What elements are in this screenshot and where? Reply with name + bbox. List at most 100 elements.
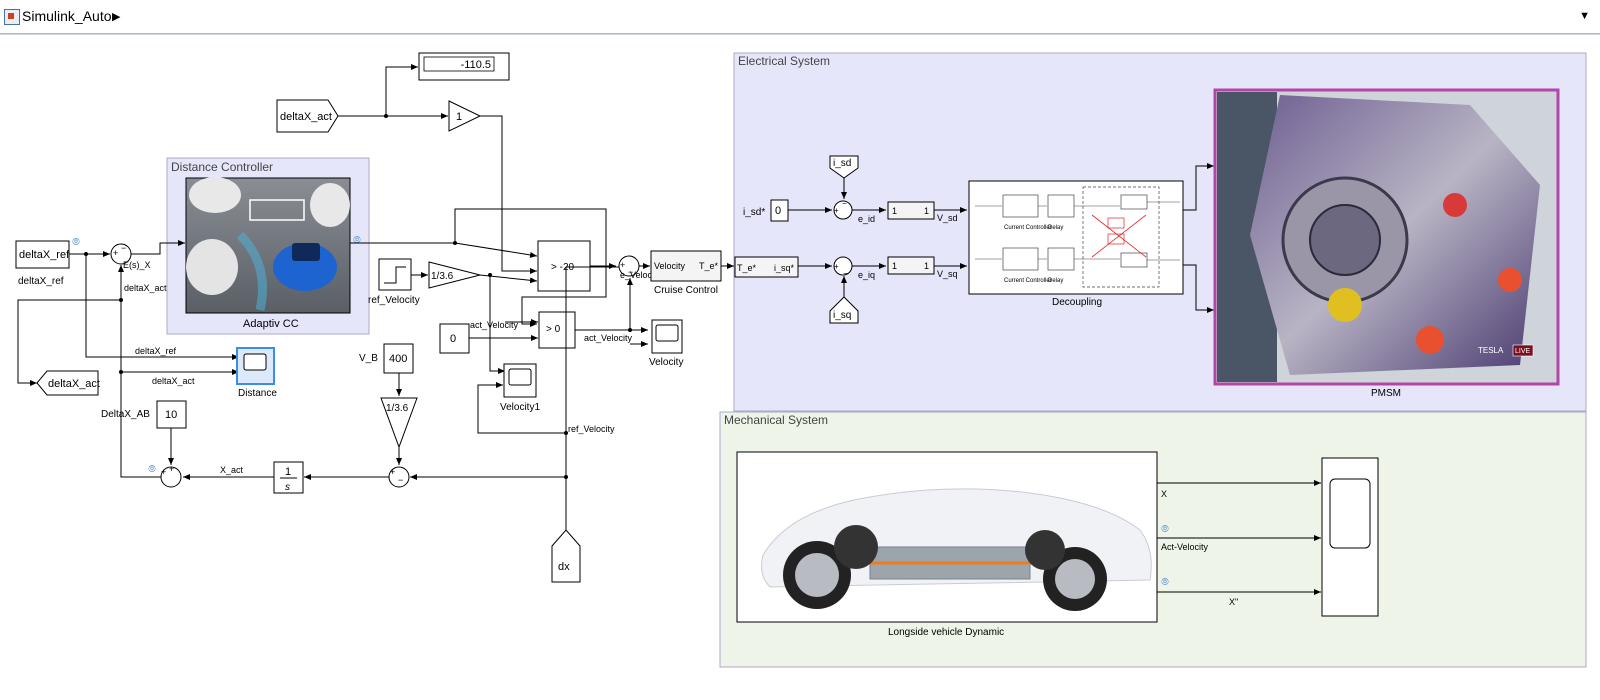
x-act-signal: X_act [220, 465, 244, 475]
parked-car-icon [189, 177, 241, 213]
svg-text:−: − [121, 243, 126, 253]
svg-text:+: + [834, 262, 839, 271]
ref-velocity-label: ref_Velocity [368, 295, 420, 306]
from-tag-isq[interactable] [829, 296, 859, 324]
from-tag-isd[interactable] [829, 155, 859, 179]
editor-toolbar: Simulink_Auto ▶ ▼ [0, 0, 1600, 35]
ref-velocity-signal: ref_Velocity [568, 424, 615, 434]
svg-text:+: + [169, 464, 174, 474]
adaptive-cc-label: Adaptiv CC [243, 318, 299, 330]
transfer-label: E(s)_X [123, 260, 151, 270]
constant-10-value: 10 [165, 409, 177, 421]
integrator-num: 1 [285, 466, 291, 478]
e-iq-signal: e_iq [858, 270, 875, 280]
svg-text:+: + [390, 467, 395, 477]
te-star-in: T_e* [737, 263, 757, 273]
isq-star-out: i_sq* [774, 263, 795, 273]
switch-block-2[interactable] [538, 311, 576, 349]
velocity-scope-label: Velocity [649, 357, 683, 368]
constant-isd-ref-value: 0 [775, 205, 781, 217]
wifi-icon: ⦾ [148, 464, 156, 475]
distance-controller-title: Distance Controller [171, 160, 273, 174]
integrator-block[interactable] [273, 461, 304, 494]
vehicle-dynamics-block[interactable] [736, 451, 1158, 623]
electrical-system-title: Electrical System [738, 54, 830, 68]
constant-400[interactable] [383, 343, 414, 374]
cruise-control-out: T_e* [699, 261, 719, 271]
cruise-control-label: Cruise Control [654, 285, 718, 296]
vsq-signal: V_sq [937, 269, 958, 279]
constant-0-value: 0 [450, 333, 456, 345]
mechanical-system-title: Mechanical System [724, 413, 828, 427]
cruise-control-in: Velocity [654, 261, 686, 271]
goto-tag-deltax-act[interactable] [36, 370, 99, 396]
saturation-d-low: 1 [892, 206, 897, 216]
out-xpp-label: X" [1229, 597, 1238, 607]
distance-scope-label: Distance [238, 388, 277, 399]
current-controller-label-2: Current Controller [1004, 278, 1052, 284]
gain-block-1[interactable] [448, 100, 482, 132]
deltax-ab-label: DeltaX_AB [101, 409, 150, 420]
model-breadcrumb[interactable]: Simulink_Auto [22, 8, 112, 24]
constant-0[interactable] [439, 323, 470, 354]
out-act-velocity-label: Act-Velocity [1161, 542, 1209, 552]
deltax-act-signal-2: deltaX_act [152, 376, 195, 386]
from-tag-deltax-ref-label: deltaX_ref [19, 249, 70, 261]
delay-label: Delay [1048, 225, 1063, 231]
svg-text:+: + [834, 206, 839, 215]
pmsm-badge-live: LIVE [1515, 348, 1531, 355]
deltax-ref-signal: deltaX_ref [135, 346, 177, 356]
switch-block-1-threshold: > -20 [551, 262, 575, 273]
saturation-d-high: 1 [924, 206, 929, 216]
svg-text:−: − [843, 269, 848, 278]
from-tag-isq-label: i_sq [833, 310, 851, 321]
gain-kmh-to-ms-2[interactable] [380, 397, 418, 449]
from-tag-dx[interactable] [551, 529, 581, 583]
gain-kmh-to-ms-2-value: 1/3.6 [386, 403, 409, 414]
decoupling-block[interactable]: Current Controller Delay Current Control… [968, 180, 1184, 295]
triangle-down-icon[interactable]: ▼ [1579, 10, 1590, 22]
delay-label-2: Delay [1048, 278, 1063, 284]
e-velocity-signal: e_Velocity [620, 270, 662, 280]
model-icon[interactable] [4, 9, 20, 25]
act-velocity-signal-2: act_Velocity [584, 333, 633, 343]
svg-text:+: + [161, 467, 166, 477]
svg-text:+: + [620, 260, 625, 270]
deltax-act-signal: deltaX_act [124, 283, 167, 293]
blue-car-icon [273, 243, 337, 291]
vsd-signal: V_sd [937, 213, 958, 223]
integrator-den: s [285, 482, 290, 493]
switch-block-1[interactable] [537, 240, 591, 292]
from-tag-deltax-act[interactable] [276, 99, 339, 133]
svg-text:+: + [113, 248, 118, 258]
switch-block-2-threshold: > 0 [546, 324, 561, 335]
torque-to-current-block[interactable] [734, 256, 799, 278]
gain-block-1-value: 1 [456, 111, 462, 123]
current-controller-label: Current Controller [1004, 225, 1052, 231]
e-id-signal: e_id [858, 214, 875, 224]
svg-text:−: − [842, 199, 847, 208]
gain-kmh-to-ms-value: 1/3.6 [431, 271, 454, 282]
wifi-icon: ⦾ [1161, 577, 1169, 588]
saturation-q-low: 1 [892, 261, 897, 271]
from-tag-isd-label: i_sd [833, 158, 851, 169]
svg-text:−: − [628, 267, 633, 277]
velocity1-scope-label: Velocity1 [500, 402, 540, 413]
triangle-right-icon[interactable]: ▶ [112, 11, 121, 23]
gain-kmh-to-ms[interactable] [428, 261, 481, 289]
pmsm-badge: TESLA [1478, 346, 1504, 355]
saturation-q-high: 1 [924, 261, 929, 271]
from-tag-deltax-ref[interactable] [15, 240, 70, 269]
from-tag-deltax-act-label: deltaX_act [280, 111, 332, 123]
adaptive-cc-block[interactable] [185, 177, 351, 314]
svg-text:−: − [398, 475, 403, 485]
vehicle-dynamics-label: Longside vehicle Dynamic [888, 627, 1004, 638]
cruise-control-block[interactable] [650, 250, 722, 282]
step-block[interactable] [378, 258, 412, 291]
act-velocity-signal: act_Velocity [470, 320, 519, 330]
wifi-icon: ⦾ [353, 235, 361, 246]
wifi-icon: ⦾ [1161, 524, 1169, 535]
simulink-canvas[interactable]: Distance Controller Electrical System Me… [0, 35, 1600, 700]
pmsm-block[interactable]: TESLA LIVE [1213, 88, 1560, 386]
goto-tag-deltax-act-label: deltaX_act [48, 378, 100, 390]
